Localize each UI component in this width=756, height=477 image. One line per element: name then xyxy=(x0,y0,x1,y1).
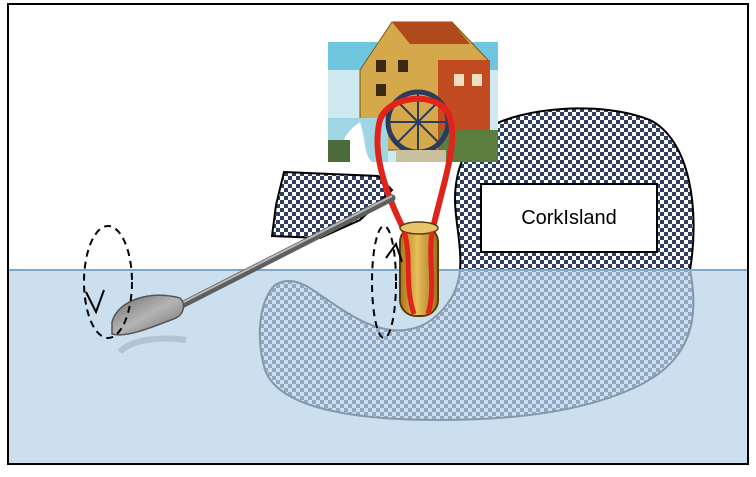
island-label: CorkIsland xyxy=(480,183,658,253)
drum-pulley-icon xyxy=(400,222,438,316)
water-mill-picture-icon xyxy=(328,22,498,162)
water-surface xyxy=(8,270,748,464)
